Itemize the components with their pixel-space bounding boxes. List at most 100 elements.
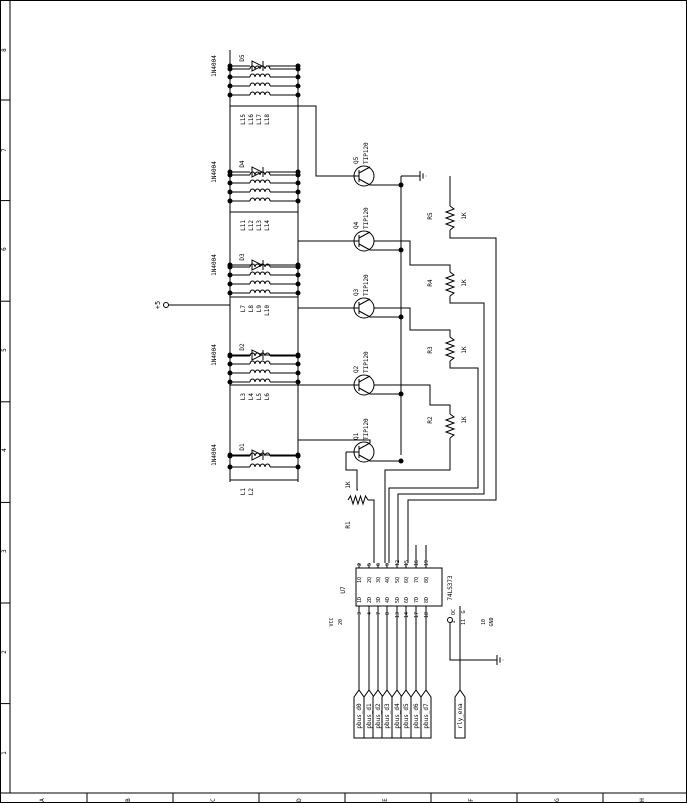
collector-wire [297, 439, 371, 465]
junction-dot [295, 198, 301, 204]
junction-dot [295, 83, 301, 89]
relay-coil [249, 65, 271, 70]
column-letter: B [125, 798, 132, 802]
oc-bubble [447, 617, 453, 623]
coil-label: L3 [240, 393, 247, 401]
resistor-value: 1K [461, 346, 468, 354]
ic-ref: U7 [340, 586, 347, 594]
junction-dot [398, 247, 404, 253]
row-number: 8 [1, 48, 8, 52]
row-number: 2 [1, 650, 8, 654]
junction-dot [227, 281, 233, 287]
ic-input-name: 7D [414, 597, 420, 603]
junction-dot [295, 74, 301, 80]
resistor-ref: R2 [427, 416, 434, 424]
base-wire [346, 240, 451, 272]
coil-label: L18 [264, 114, 271, 125]
base-wire [388, 361, 479, 563]
ic-pin-number: 8 [385, 612, 391, 615]
junction-dot [398, 314, 404, 320]
ic-pin-number: 16 [414, 560, 420, 566]
diode-body [251, 449, 264, 461]
power-label: +5 [154, 301, 162, 309]
diode-part: 1N4004 [211, 161, 218, 183]
junction-dot [295, 370, 301, 376]
ic-input-name: 6D [404, 597, 410, 603]
ic-output-name: 4Q [385, 577, 391, 583]
diode-body [251, 349, 264, 361]
ic-output-name: 8Q [424, 577, 430, 583]
relay-coil [249, 452, 271, 457]
coil-label: L5 [256, 393, 263, 401]
ic-g-label: G [461, 610, 467, 613]
ic-input-name: 8D [424, 597, 430, 603]
coil-label: L13 [256, 220, 263, 231]
base-wire [346, 384, 451, 414]
ic-pin-number: 12 [395, 560, 401, 566]
resistor-body [347, 494, 369, 506]
diode-part: 1N4004 [211, 444, 218, 466]
junction-dot [227, 361, 233, 367]
row-number: 1 [1, 751, 8, 755]
junction-dot [227, 453, 233, 459]
ic-pin-number: 7 [376, 612, 382, 615]
relay-coil [249, 263, 271, 268]
transistor-collector [358, 298, 371, 306]
ic-input-name: 2D [367, 597, 373, 603]
bus-signal-label: pbus_d2 [375, 703, 382, 729]
relay-coil [249, 369, 271, 374]
bus-signal-label: pbus_d3 [384, 703, 391, 729]
enable-connector [454, 689, 466, 739]
base-wire [384, 438, 451, 563]
junction-dot [398, 458, 404, 464]
transistor-collector [358, 442, 371, 450]
junction-dot [227, 92, 233, 98]
junction-dot [227, 83, 233, 89]
junction-dot [295, 66, 301, 72]
bus-signal-label: pbus_d0 [356, 703, 363, 729]
junction-dot [295, 361, 301, 367]
ic-pin-number: 4 [367, 612, 373, 615]
ic-pin-number: 5 [367, 563, 373, 566]
enable-signal-label: rly_ena [457, 703, 464, 729]
column-letter: D [296, 798, 303, 802]
junction-dot [295, 189, 301, 195]
coil-label: L14 [264, 220, 271, 231]
coil-label: L15 [240, 114, 247, 125]
transistor-emitter [358, 310, 371, 318]
ic-pin-number: 11 [461, 619, 467, 625]
ic-pin-number: 13 [395, 612, 401, 618]
transistor-part: TIP120 [363, 418, 370, 440]
base-wire [397, 296, 485, 563]
coil-label: L9 [256, 305, 263, 313]
resistor-value: 1K [345, 481, 352, 489]
ic-pin-number: 18 [424, 612, 430, 618]
transistor-part: TIP120 [363, 142, 370, 164]
junction-dot [398, 182, 404, 188]
resistor-body [444, 413, 456, 439]
junction-dot [227, 189, 233, 195]
coil-label: L6 [264, 393, 271, 401]
relay-coil [249, 91, 271, 96]
transistor-ref: Q5 [353, 156, 360, 164]
transistor-part: TIP120 [363, 274, 370, 296]
junction-dot [398, 391, 404, 397]
vcc-label: VCC [329, 617, 335, 626]
column-letter: G [554, 798, 561, 802]
diode-part: 1N4004 [211, 55, 218, 77]
junction-dot [295, 180, 301, 186]
resistor-value: 1K [461, 279, 468, 287]
column-letter: C [210, 798, 217, 802]
transistor-collector [358, 166, 371, 174]
junction-dot [227, 66, 233, 72]
transistor-emitter [358, 454, 371, 462]
wire-network [163, 50, 497, 690]
ic-pin-number: 10 [481, 619, 487, 625]
resistor-ref: R3 [427, 346, 434, 354]
transistor-part: TIP120 [363, 351, 370, 373]
diode-part: 1N4004 [211, 254, 218, 276]
coil-label: L8 [248, 305, 255, 313]
transistor-emitter [358, 243, 371, 251]
